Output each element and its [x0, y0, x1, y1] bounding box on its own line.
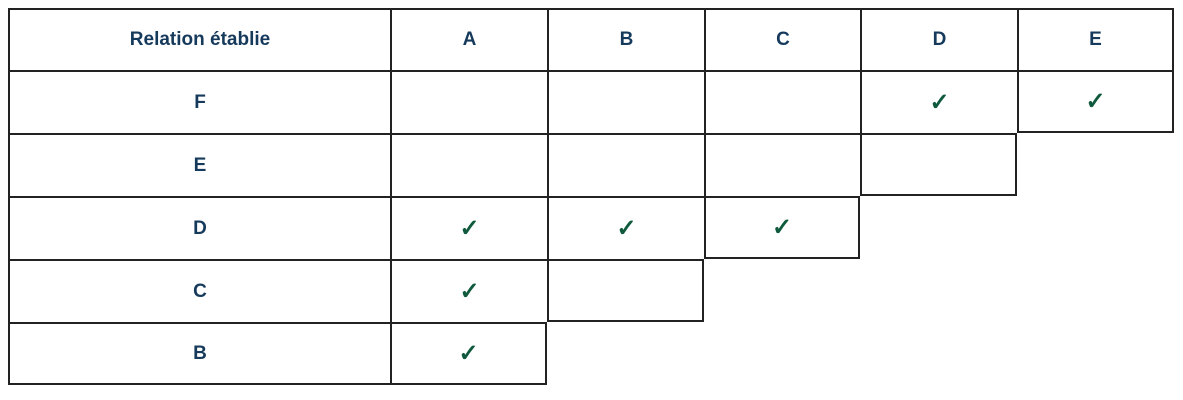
matrix-cell: ✓: [390, 259, 547, 322]
checkmark-icon: ✓: [771, 213, 793, 241]
checkmark-icon: ✓: [616, 214, 637, 242]
checkmark-icon: ✓: [459, 277, 480, 305]
cell-label: A: [462, 29, 477, 50]
matrix-cell: ✓: [390, 322, 547, 385]
cell-label: E: [1089, 29, 1102, 50]
checkmark-icon: ✓: [929, 88, 950, 116]
cell-label: C: [193, 280, 207, 302]
cell-label: F: [194, 91, 206, 113]
row-header: F: [8, 70, 390, 133]
matrix-cell: [547, 133, 704, 196]
matrix-cell: ✓: [1017, 70, 1174, 133]
checkmark-icon: ✓: [459, 214, 480, 242]
matrix-cell: ✓: [704, 196, 860, 259]
column-header: A: [390, 8, 547, 70]
checkmark-icon: ✓: [458, 339, 479, 367]
matrix-cell: [547, 70, 704, 133]
cell-label: E: [193, 154, 207, 176]
row-header: D: [8, 196, 390, 259]
column-header: E: [1017, 8, 1174, 70]
row-header: E: [8, 133, 390, 196]
matrix-cell: [860, 133, 1017, 196]
cell-label: Relation établie: [129, 29, 271, 50]
matrix-cell: [704, 133, 860, 196]
row-header: C: [8, 259, 390, 322]
column-header: D: [860, 8, 1017, 70]
matrix-cell: ✓: [860, 70, 1017, 133]
column-header: C: [704, 8, 860, 70]
checkmark-icon: ✓: [1085, 87, 1106, 115]
row-header: B: [8, 322, 390, 385]
matrix-cell: ✓: [390, 196, 547, 259]
matrix-cell: [390, 70, 547, 133]
cell-label: B: [619, 29, 634, 50]
cell-label: B: [193, 342, 207, 364]
cell-label: D: [193, 217, 207, 239]
cell-label: D: [932, 29, 947, 50]
cell-label: C: [776, 29, 790, 50]
matrix-cell: [390, 133, 547, 196]
matrix-cell: ✓: [547, 196, 704, 259]
matrix-cell: [547, 259, 704, 322]
matrix-cell: [704, 70, 860, 133]
header-corner: Relation établie: [8, 8, 390, 70]
column-header: B: [547, 8, 704, 70]
